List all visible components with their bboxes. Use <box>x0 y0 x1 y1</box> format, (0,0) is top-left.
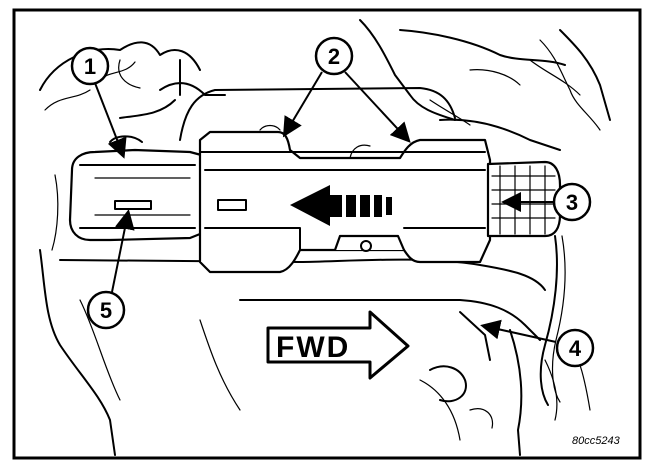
direction-arrow-icon <box>290 185 392 226</box>
fwd-label: FWD <box>276 331 350 364</box>
callout-4: 4 <box>555 328 595 368</box>
callout-5-label: 5 <box>100 298 112 323</box>
callout-3-label: 3 <box>566 190 578 215</box>
connector-left-latch <box>68 148 207 242</box>
background-engine-lineart <box>39 19 611 456</box>
figure-id: 80cc5243 <box>572 435 621 447</box>
callout-2: 2 <box>314 36 354 76</box>
callout-5: 5 <box>86 290 126 330</box>
fwd-arrow-icon <box>266 310 410 380</box>
figure-frame <box>12 8 642 460</box>
latch-slot <box>114 200 152 210</box>
callout-4-label: 4 <box>569 336 582 361</box>
connector-assembly <box>68 124 566 406</box>
callout-1: 1 <box>70 46 110 86</box>
connector-right-half <box>486 160 562 238</box>
callout-2-label: 2 <box>328 44 340 69</box>
callout-leaders <box>94 71 557 343</box>
callout-1-label: 1 <box>84 54 96 79</box>
callout-3: 3 <box>552 182 592 222</box>
